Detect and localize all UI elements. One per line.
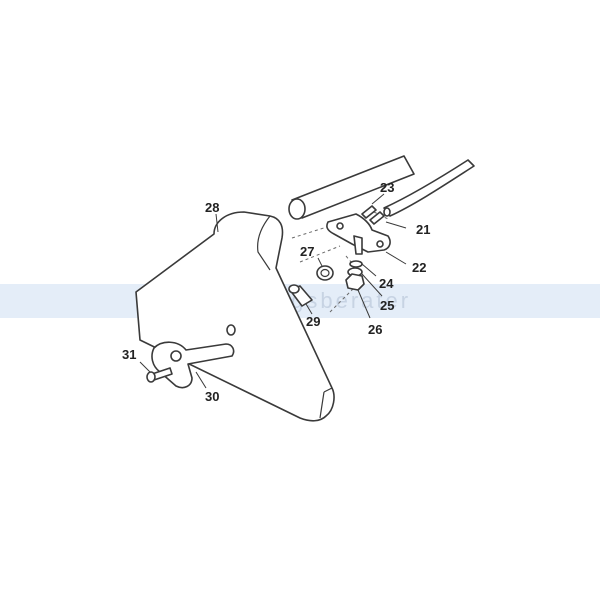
bracket-part-22	[326, 213, 391, 255]
callout-30: 30	[205, 389, 219, 404]
callout-28: 28	[205, 200, 219, 215]
leader-line-22	[385, 251, 407, 265]
leader-line-26	[357, 289, 371, 319]
leader-line-28	[215, 213, 219, 233]
bushing-part-27	[316, 265, 334, 281]
plate-part-28	[135, 211, 335, 422]
hose-part	[383, 159, 475, 217]
leader-line-27	[317, 257, 323, 267]
callout-27: 27	[300, 244, 314, 259]
lever-part-30	[151, 341, 235, 389]
nut-part-26	[345, 273, 365, 291]
callout-31: 31	[122, 347, 136, 362]
leader-line-21	[385, 221, 407, 229]
pin-part-29	[288, 284, 313, 307]
alignment-line	[291, 225, 331, 239]
leader-line-29	[305, 303, 313, 315]
callout-21: 21	[416, 222, 430, 237]
callout-24: 24	[379, 276, 394, 291]
callout-25: 25	[380, 298, 394, 313]
callout-26: 26	[368, 322, 382, 337]
screw-part-31	[146, 367, 173, 383]
washer-part-24	[349, 260, 363, 268]
leader-line-30	[195, 371, 207, 389]
leader-line-25	[361, 273, 383, 297]
alignment-line	[299, 245, 341, 263]
callout-29: 29	[306, 314, 320, 329]
tube-part	[288, 155, 415, 220]
screw-part-23	[361, 205, 385, 225]
leader-line-31	[139, 361, 151, 373]
leader-line-23	[371, 193, 385, 205]
callout-22: 22	[412, 260, 426, 275]
leader-line-24	[361, 263, 377, 277]
callout-23: 23	[380, 180, 394, 195]
